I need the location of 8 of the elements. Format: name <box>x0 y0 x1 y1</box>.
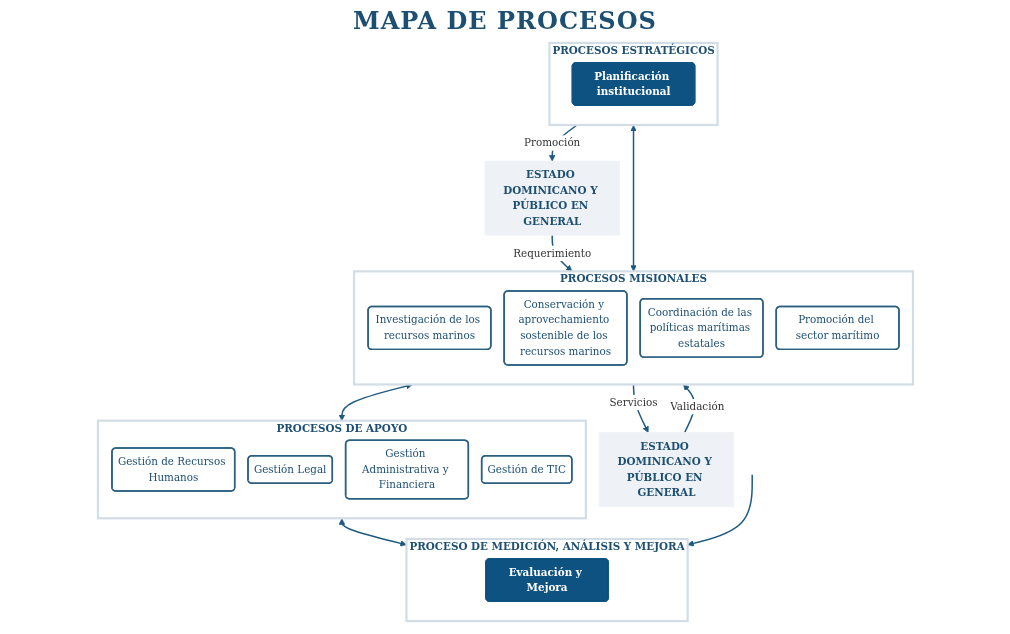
node-box: ESTADO DOMINICANO Y PÚBLICO EN GENERAL <box>484 160 620 236</box>
edge-label: Servicios <box>609 396 658 409</box>
edge-label: Promoción <box>523 136 580 149</box>
diagram-title: MAPA DE PROCESOS <box>352 6 658 35</box>
arrow <box>629 125 637 272</box>
node-box: ESTADO DOMINICANO Y PÚBLICO EN GENERAL <box>598 432 734 507</box>
edge-label: Requerimiento <box>512 246 591 259</box>
edge-label: Validación <box>669 400 724 413</box>
